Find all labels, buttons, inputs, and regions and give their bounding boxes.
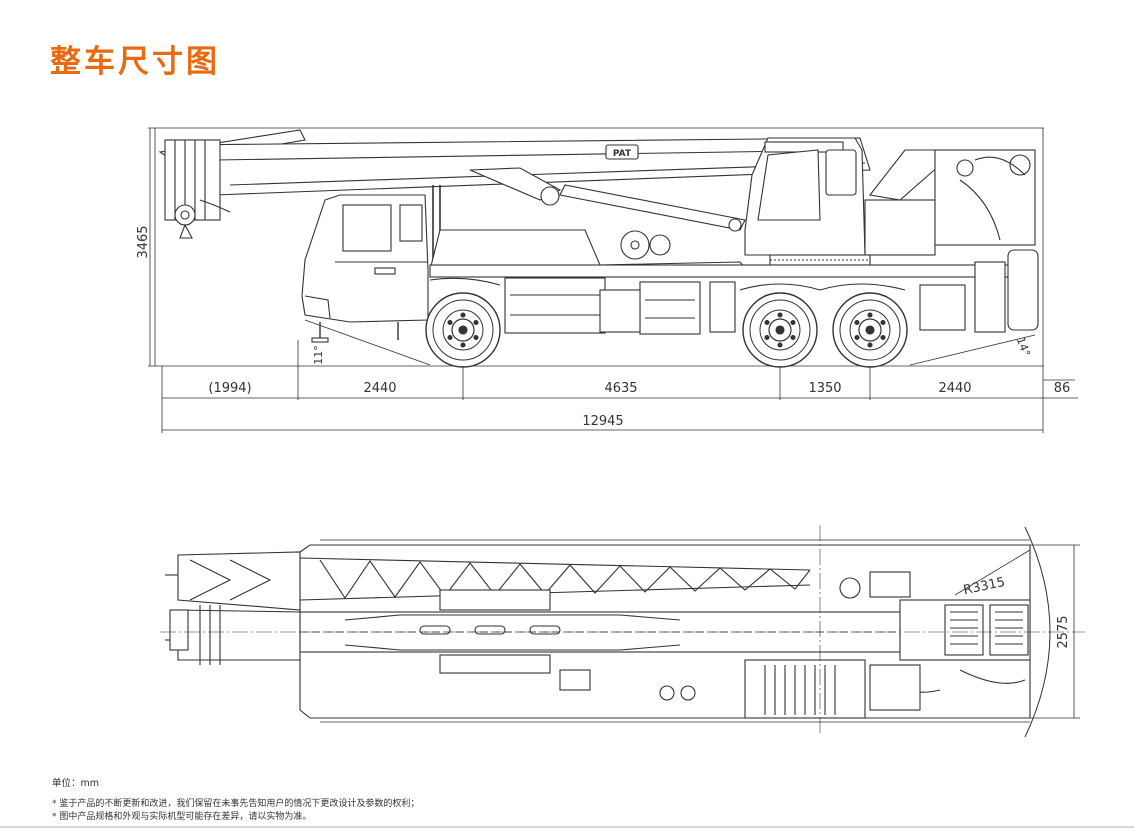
- operator-cab: [744, 137, 1036, 266]
- dim-rear-overhang: 86: [1054, 381, 1071, 396]
- front-wheel: [425, 292, 501, 368]
- rear-angle-label: 14°: [1014, 335, 1033, 358]
- driver-cab: [301, 185, 441, 323]
- bottom-divider: [0, 826, 1134, 828]
- unit-label: 单位：mm: [52, 778, 100, 789]
- footer-notes: 单位：mm * 鉴于产品的不断更新和改进，我们保留在未事先告知用户的情况下更改设…: [52, 777, 419, 824]
- front-angle-label: 11°: [312, 345, 325, 365]
- dim-segment-2: 2440: [363, 381, 396, 396]
- note-line-1: * 鉴于产品的不断更新和改进，我们保留在未事先告知用户的情况下更改设计及参数的权…: [52, 799, 420, 809]
- overall-length-label: 12945: [582, 414, 623, 429]
- rear-wheel: [832, 292, 908, 368]
- telescopic-boom: [158, 129, 871, 239]
- dim-segment-5: 2440: [938, 381, 971, 396]
- dim-segment-4: 1350: [808, 381, 841, 396]
- chassis-frame: [429, 249, 1039, 335]
- side-view: PAT: [148, 127, 1078, 433]
- top-view: [160, 525, 1085, 738]
- dim-segment-3: 4635: [604, 381, 637, 396]
- width-label: 2575: [1056, 615, 1071, 648]
- dim-front-overhang: (1994): [208, 381, 251, 396]
- middle-wheel: [742, 292, 818, 368]
- luffing-cylinder: [469, 167, 746, 232]
- lattice-jib: [299, 557, 811, 601]
- page-title: 整车尺寸图: [50, 44, 220, 80]
- pat-badge: PAT: [605, 144, 639, 160]
- overall-height-label: 3465: [136, 225, 151, 258]
- note-line-2: * 图中产品规格和外观与实际机型可能存在差异，请以实物为准。: [52, 812, 312, 822]
- pat-label: PAT: [613, 149, 632, 159]
- boom-head-top: [165, 551, 301, 665]
- turntable: [429, 229, 747, 271]
